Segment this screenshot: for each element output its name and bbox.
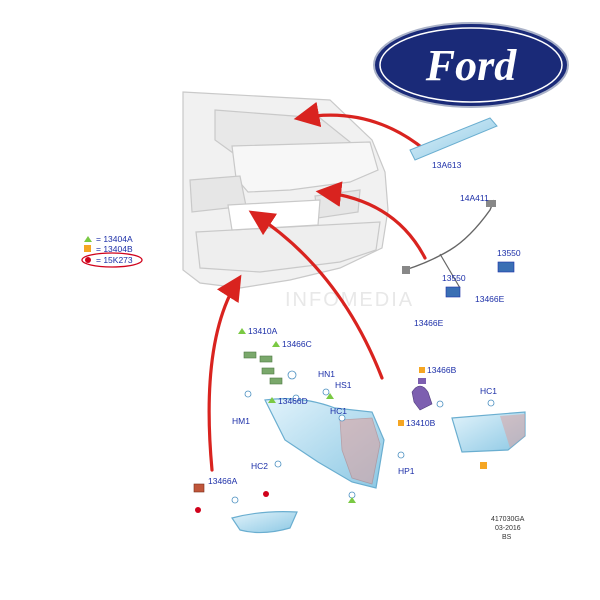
part-label-13410B: 13410B <box>406 418 436 428</box>
document-id-code: BS <box>502 534 512 541</box>
part-label-13466A: 13466A <box>208 476 238 486</box>
part-label-13466B: 13466B <box>427 365 457 375</box>
part-label-HC1-right: HC1 <box>480 386 497 396</box>
ford-logo-text: Ford <box>425 41 517 90</box>
part-label-HN1: HN1 <box>318 369 335 379</box>
part-label-13466D: 13466D <box>278 396 308 406</box>
part-label-13A613: 13A613 <box>432 160 462 170</box>
legend-item-13404A: = 13404A <box>96 234 133 244</box>
high-mount-stop-lamp: 13A613 <box>409 117 498 170</box>
part-label-13466E-left: 13466E <box>414 318 444 328</box>
wiring-harness: 14A411 13550 13550 13466E 13466E <box>402 193 521 328</box>
legend-item-13404B: = 13404B <box>96 244 133 254</box>
legend-square-icon <box>84 245 91 252</box>
vehicle-rear-illustration <box>182 91 389 289</box>
arrow-high-mount-lamp <box>293 101 427 152</box>
part-label-14A411: 14A411 <box>460 193 489 203</box>
document-id-date: 03-2016 <box>495 525 521 532</box>
document-id-number: 417030GA <box>491 516 525 523</box>
arrow-reflector <box>207 274 242 472</box>
ford-logo: Ford <box>373 22 569 108</box>
watermark: INFOMEDIA <box>285 289 414 311</box>
legend-item-15K273: = 15K273 <box>96 255 133 265</box>
part-label-HP1: HP1 <box>398 466 415 476</box>
bumper-reflector-assembly: 13466A <box>193 476 298 534</box>
part-label-13466E-right: 13466E <box>475 294 505 304</box>
part-label-HS1: HS1 <box>335 380 352 390</box>
part-label-HM1: HM1 <box>232 416 250 426</box>
legend-triangle-icon <box>84 236 92 242</box>
part-label-13550-left: 13550 <box>442 273 466 283</box>
part-label-13550-right: 13550 <box>497 248 521 258</box>
callout-arrows <box>207 101 427 472</box>
part-label-HC2: HC2 <box>251 461 268 471</box>
part-label-HC1-left: HC1 <box>330 406 347 416</box>
arrow-wiring <box>315 181 427 260</box>
part-label-13410A: 13410A <box>248 326 278 336</box>
legend-circle-icon <box>85 257 91 263</box>
arrow-tail-lamp <box>248 210 384 380</box>
document-id: 417030GA 03-2016 BS <box>491 516 525 541</box>
tail-lamp-assembly: 13410A 13466C HN1 HS1 HM1 13466D HC1 HC2… <box>232 326 415 503</box>
legend: = 13404A = 13404B = 15K273 <box>81 234 143 268</box>
legend-highlight-circle <box>81 252 143 268</box>
liftgate-lamp-assembly: 13466B 13410B HC1 <box>398 365 526 469</box>
part-label-13466C: 13466C <box>282 339 312 349</box>
